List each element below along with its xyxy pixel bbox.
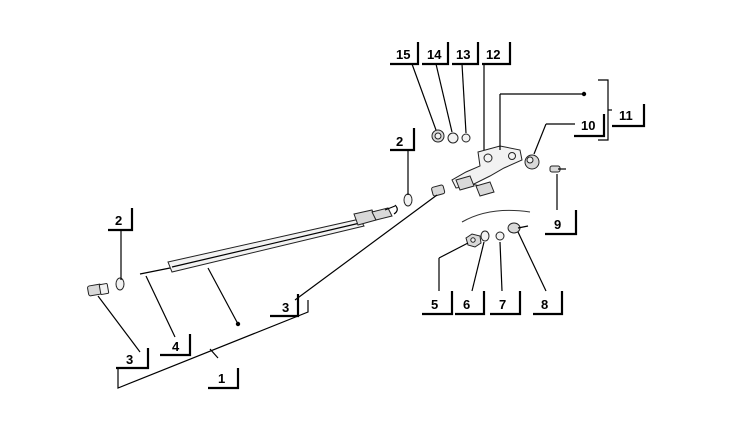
callout-2-center: 2 [390,128,416,152]
bushing-15 [431,129,445,143]
callout-5: 5 [422,291,454,316]
callout-9-text: 9 [554,217,561,232]
callout-13: 13 [452,42,480,66]
left-end-fitting [87,283,110,297]
pin-9 [549,165,566,173]
callout-6-text: 6 [463,297,470,312]
center-washer [403,193,413,207]
callout-1-text: 1 [218,371,225,386]
callout-6: 6 [455,291,486,316]
callout-3-left: 3 [116,348,150,370]
callout-14-text: 14 [427,47,442,62]
lower-cable [461,209,531,223]
callout-13-text: 13 [456,47,470,62]
nut-5 [465,233,482,248]
callout-5-text: 5 [431,297,438,312]
callout-15: 15 [390,42,420,66]
callout-10-text: 10 [581,118,595,133]
left-washer [115,277,125,291]
callout-12: 12 [482,42,512,66]
callout-3-center-text: 3 [282,300,289,315]
bolt-8 [507,222,529,234]
callout-1: 1 [208,368,240,390]
callout-11: 11 [612,104,646,128]
callout-14: 14 [422,42,450,66]
callout-9: 9 [545,210,578,236]
washer-6 [480,230,490,242]
callout-4-text: 4 [172,339,180,354]
callout-8-text: 8 [541,297,548,312]
callout-2-left-text: 2 [115,213,122,228]
callout-11-text: 11 [619,108,633,123]
callout-15-text: 15 [396,47,410,62]
callout-8: 8 [533,291,564,316]
knob-10 [524,154,540,170]
callout-4: 4 [160,334,192,357]
callout-3-center: 3 [270,294,300,318]
callout-10: 10 [574,114,606,138]
center-end-fitting [431,184,446,197]
callout-2-center-text: 2 [396,134,403,149]
callout-7: 7 [490,291,522,316]
washer-14 [447,132,459,144]
leader-lines [97,63,587,353]
washer-7 [495,231,505,241]
callout-12-text: 12 [486,47,500,62]
clip-13 [461,133,471,143]
callout-7-text: 7 [499,297,506,312]
parts-drawing [87,129,566,297]
callout-3-left-text: 3 [126,352,133,367]
group-brackets [117,79,612,389]
callout-2-left: 2 [108,208,134,232]
cable-sheath [139,204,398,275]
lever-bracket [451,145,523,197]
